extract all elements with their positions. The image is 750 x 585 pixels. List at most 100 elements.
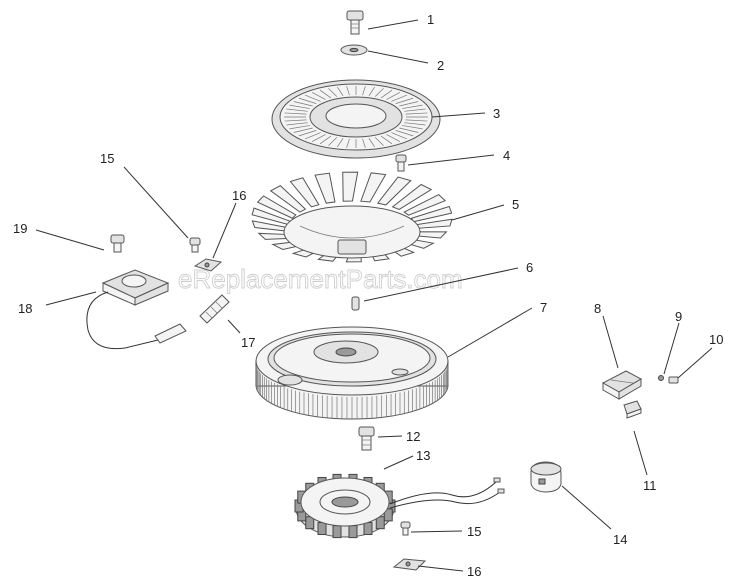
ring-tick [284,119,307,122]
part-ignition-module [86,269,187,350]
part-spark-plug [199,294,230,324]
part-screw-15-upper [189,237,201,253]
ring-tick [391,132,408,140]
ring-tick [405,119,428,122]
callout-12: 12 [406,429,420,444]
ring-tick [402,104,423,109]
ring-tick [405,112,428,115]
ring-tick [293,101,313,107]
ring-tick [293,127,313,133]
ring-tick [298,130,317,137]
part-pin-6 [351,296,360,311]
part-washer-top [340,44,368,56]
ring-tick [289,125,310,130]
callout-16-upper: 16 [232,188,246,203]
ring-tick [284,112,307,115]
ring-tick [395,97,414,104]
ring-tick [404,108,426,112]
fan-blade [360,172,387,203]
part-cooling-fan [251,171,453,263]
fan-blade [376,176,412,206]
leader-lines [35,19,713,572]
stator-tooth [363,522,373,536]
ring-tick [298,97,317,104]
ring-tick [337,86,344,96]
fan-blade [269,185,307,213]
callout-labels: 1 2 3 4 5 6 7 8 9 10 11 12 13 14 15 15 1… [13,12,723,579]
callout-15-lower: 15 [467,524,481,539]
ring-tick [319,89,332,99]
stator-tooth [332,525,342,539]
ring-tick [368,86,375,96]
callout-7: 7 [540,300,547,315]
ring-tick [395,130,414,137]
ring-tick [304,94,321,102]
ring-tick [337,138,344,148]
part-flywheel-ring [271,79,441,159]
callout-6: 6 [526,260,533,275]
ring-tick [286,108,308,112]
ring-tick [404,122,426,126]
fan-blade [403,193,447,216]
callout-3: 3 [493,106,500,121]
ring-tick [312,92,326,100]
part-washer-9 [658,375,664,381]
callout-13: 13 [416,448,430,463]
callout-10: 10 [709,332,723,347]
callout-11: 11 [643,478,657,493]
ring-tick [402,125,423,130]
ring-tick [346,138,350,148]
callout-8: 8 [594,301,601,316]
callout-15-upper: 15 [100,151,114,166]
part-screw-15-lower [400,521,411,536]
fan-blade [289,177,320,208]
ring-tick [380,89,393,99]
ring-tick [380,135,393,145]
ring-tick [399,127,419,133]
part-bolt-19 [110,234,125,253]
ring-tick [374,88,384,97]
part-bolt-12 [358,426,375,451]
part-bolt-top [346,10,364,35]
ring-tick [328,137,338,146]
part-flywheel [255,326,449,420]
ring-tick [289,104,310,109]
callout-16-lower: 16 [467,564,481,579]
ring-tick [368,138,375,148]
fan-blade [256,195,297,219]
callout-1: 1 [427,12,434,27]
part-connector-14 [530,461,562,493]
fan-blade [391,183,433,210]
ring-tick [374,137,384,146]
ring-tick [386,92,400,100]
callout-18: 18 [18,301,32,316]
ring-tick [286,122,308,126]
part-clip-16-upper [193,258,223,272]
ring-tick [386,134,400,142]
callout-17: 17 [241,335,255,350]
callout-4: 4 [503,148,510,163]
stator-tooth [348,525,358,539]
fan-blade [342,171,359,202]
callout-14: 14 [613,532,627,547]
watermark: eReplacementParts.com [178,264,463,294]
stator-tooth [383,508,393,522]
ring-tick [362,138,366,148]
part-bracket-11 [623,400,642,419]
fan-blade [314,172,336,204]
ring-tick [328,88,338,97]
part-screw-10 [668,376,679,384]
stator-tooth [317,522,327,536]
callout-9: 9 [675,309,682,324]
part-stator [294,473,505,539]
ring-tick [362,86,366,96]
part-clip-16-lower [392,558,427,571]
ring-tick [399,101,419,107]
callout-19: 19 [13,221,27,236]
callout-5: 5 [512,197,519,212]
ring-tick [346,86,350,96]
ring-tick [391,94,408,102]
ring-tick [312,134,326,142]
ring-tick [304,132,321,140]
